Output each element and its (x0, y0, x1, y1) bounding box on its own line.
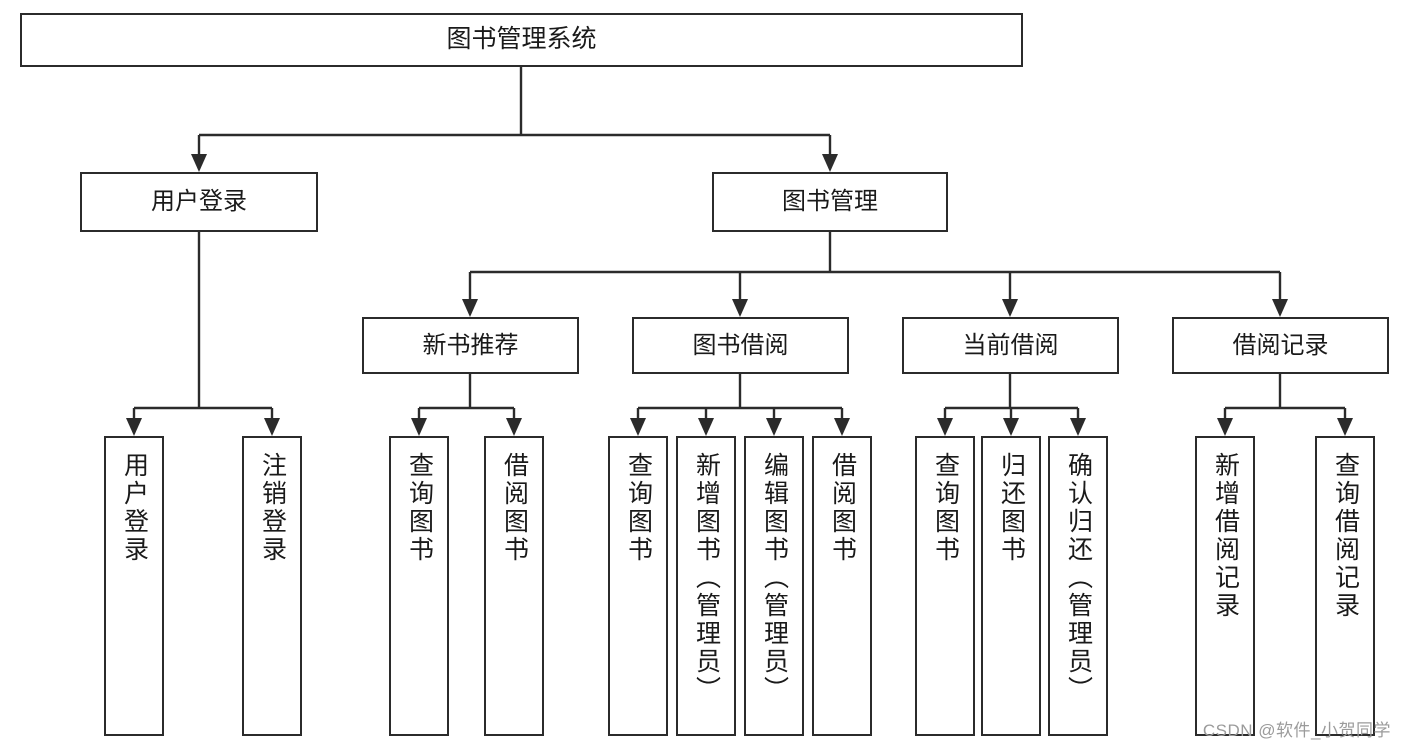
leaf-user-login-logout[interactable]: 注销登录 (242, 436, 302, 736)
node-label: 归还图书 (997, 452, 1026, 564)
node-root-book-management-system[interactable]: 图书管理系统 (20, 13, 1023, 67)
arrowhead-current-borrow-leaf-1 (937, 418, 953, 436)
leaf-new-book-query-book[interactable]: 查询图书 (389, 436, 449, 736)
node-label: 查询图书 (931, 452, 960, 564)
arrowhead-user-login-leaf-2 (264, 418, 280, 436)
leaf-book-borrow-borrow-book[interactable]: 借阅图书 (812, 436, 872, 736)
arrowhead-current-borrow (1002, 299, 1018, 317)
leaf-current-borrow-query-book[interactable]: 查询图书 (915, 436, 975, 736)
node-label: 新书推荐 (422, 331, 519, 359)
leaf-book-borrow-edit-book-admin[interactable]: 编辑图书（管理员） (744, 436, 804, 736)
node-label: 查询借阅记录 (1331, 452, 1360, 620)
node-label: 图书管理系统 (446, 25, 597, 54)
leaf-current-borrow-return-book[interactable]: 归还图书 (981, 436, 1041, 736)
arrowhead-book-borrow-leaf-4 (834, 418, 850, 436)
arrowhead-current-borrow-leaf-3 (1070, 418, 1086, 436)
arrowhead-user-login (191, 154, 207, 172)
arrowhead-new-book-leaf-2 (506, 418, 522, 436)
leaf-book-borrow-query-book[interactable]: 查询图书 (608, 436, 668, 736)
node-label: 用户登录 (120, 452, 149, 564)
node-label: 确认归还（管理员） (1064, 452, 1093, 704)
node-label: 图书管理 (782, 188, 878, 215)
node-label: 注销登录 (258, 452, 287, 564)
arrowhead-user-login-leaf-1 (126, 418, 142, 436)
arrowhead-book-borrow-leaf-2 (698, 418, 714, 436)
leaf-new-book-borrow-book[interactable]: 借阅图书 (484, 436, 544, 736)
node-label: 借阅记录 (1232, 331, 1329, 359)
node-book-management[interactable]: 图书管理 (712, 172, 948, 232)
arrowhead-book-borrow-leaf-1 (630, 418, 646, 436)
arrowhead-new-book-leaf-1 (411, 418, 427, 436)
node-new-book-recommend[interactable]: 新书推荐 (362, 317, 579, 374)
arrowhead-book-manage (822, 154, 838, 172)
node-label: 查询图书 (405, 452, 434, 564)
node-label: 图书借阅 (692, 331, 789, 359)
node-label: 新增借阅记录 (1211, 452, 1240, 620)
arrowhead-current-borrow-leaf-2 (1003, 418, 1019, 436)
node-current-borrow[interactable]: 当前借阅 (902, 317, 1119, 374)
node-label: 编辑图书（管理员） (760, 452, 789, 704)
node-label: 用户登录 (151, 188, 247, 215)
arrowhead-borrow-record-leaf-1 (1217, 418, 1233, 436)
leaf-current-borrow-confirm-return-admin[interactable]: 确认归还（管理员） (1048, 436, 1108, 736)
leaf-borrow-record-query-record[interactable]: 查询借阅记录 (1315, 436, 1375, 736)
node-book-borrow[interactable]: 图书借阅 (632, 317, 849, 374)
node-borrow-record[interactable]: 借阅记录 (1172, 317, 1389, 374)
node-label: 当前借阅 (962, 331, 1059, 359)
node-label: 借阅图书 (828, 452, 857, 564)
leaf-borrow-record-add-record[interactable]: 新增借阅记录 (1195, 436, 1255, 736)
node-user-login[interactable]: 用户登录 (80, 172, 318, 232)
arrowhead-borrow-record-leaf-2 (1337, 418, 1353, 436)
node-label: 新增图书（管理员） (692, 452, 721, 704)
arrowhead-book-borrow (732, 299, 748, 317)
node-label: 查询图书 (624, 452, 653, 564)
arrowhead-book-borrow-leaf-3 (766, 418, 782, 436)
arrowhead-new-book (462, 299, 478, 317)
leaf-user-login-login[interactable]: 用户登录 (104, 436, 164, 736)
leaf-book-borrow-add-book-admin[interactable]: 新增图书（管理员） (676, 436, 736, 736)
arrowhead-borrow-record (1272, 299, 1288, 317)
node-label: 借阅图书 (500, 452, 529, 564)
watermark-text: CSDN @软件_小贺同学 (1202, 721, 1391, 740)
